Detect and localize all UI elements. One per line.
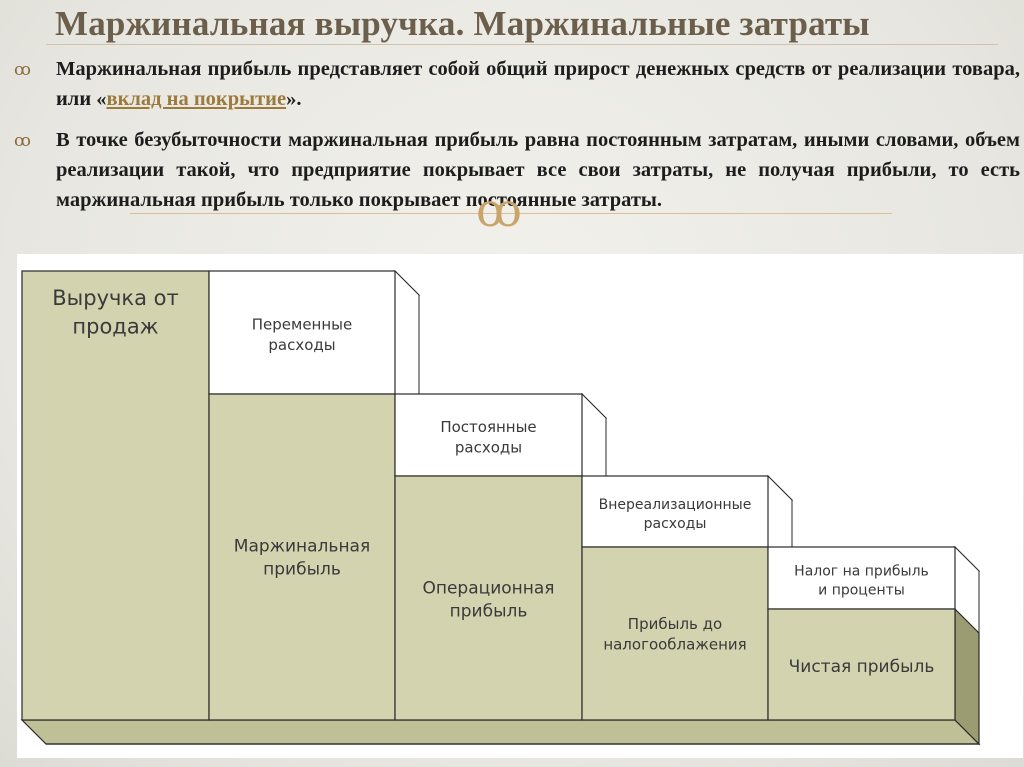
bottom-label-col-5-line-1: Чистая прибыль <box>789 657 935 677</box>
top-label-col-4-line-1: Внереализационные <box>599 497 752 513</box>
bottom-label-col-1-line-2: продаж <box>72 315 158 339</box>
top-label-col-2-line-1: Переменные <box>252 316 353 334</box>
bottom-label-col-3-line-2: прибыль <box>450 601 528 621</box>
floor-top-face <box>20 719 981 745</box>
bullet-text-1: Маржинальная прибыль представляет собой … <box>56 54 1020 114</box>
bullet-marker-icon: ꝏ <box>14 60 31 79</box>
bullet-item-1: ꝏ Маржинальная прибыль представляет собо… <box>14 54 1020 114</box>
top-label-col-3-line-2: расходы <box>455 438 522 456</box>
bullet-marker-icon: ꝏ <box>14 131 31 150</box>
bottom-label-col-4-line-2: налогооблажения <box>603 635 746 653</box>
title-divider <box>46 44 998 45</box>
staircase-diagram: ПеременныерасходыПостоянныерасходыВнереа… <box>20 269 981 746</box>
cost-box-3 <box>394 393 583 477</box>
bullet-item-2: ꝏ В точке безубыточности маржинальная пр… <box>14 125 1020 215</box>
bottom-label-col-2-line-1: Маржинальная <box>234 536 370 556</box>
cost-box-4 <box>581 475 769 548</box>
bullet-text-1-after: ». <box>286 88 302 110</box>
decorative-line <box>130 213 892 214</box>
top-label-col-3-line-1: Постоянные <box>440 418 536 436</box>
top-label-col-5-line-1: Налог на прибыль <box>794 563 929 579</box>
contribution-link[interactable]: вклад на покрытие <box>106 88 287 110</box>
bottom-label-col-2-line-2: прибыль <box>263 559 341 579</box>
bottom-label-col-4-line-1: Прибыль до <box>628 615 722 633</box>
slide-title: Маржинальная выручка. Маржинальные затра… <box>55 4 870 43</box>
top-label-col-4-line-2: расходы <box>644 516 707 532</box>
profit-block-1 <box>21 270 210 721</box>
bottom-label-col-1-line-1: Выручка от <box>52 286 178 310</box>
profit-block-3 <box>394 475 583 721</box>
profit-block-4 <box>581 546 769 721</box>
profit-block-5 <box>767 608 956 721</box>
top-label-col-5-line-2: и проценты <box>818 582 905 598</box>
cost-box-2 <box>208 270 396 395</box>
top-label-col-2-line-2: расходы <box>268 336 335 354</box>
bullet-text-1-before: Маржинальная прибыль представляет собой … <box>56 58 1020 110</box>
ornament-icon: ꝏ <box>476 183 522 237</box>
profit-block-2 <box>208 393 396 721</box>
bottom-label-col-3-line-1: Операционная <box>422 578 554 598</box>
bullet-text-2: В точке безубыточности маржинальная приб… <box>56 129 1020 211</box>
cost-box-5 <box>767 546 956 610</box>
